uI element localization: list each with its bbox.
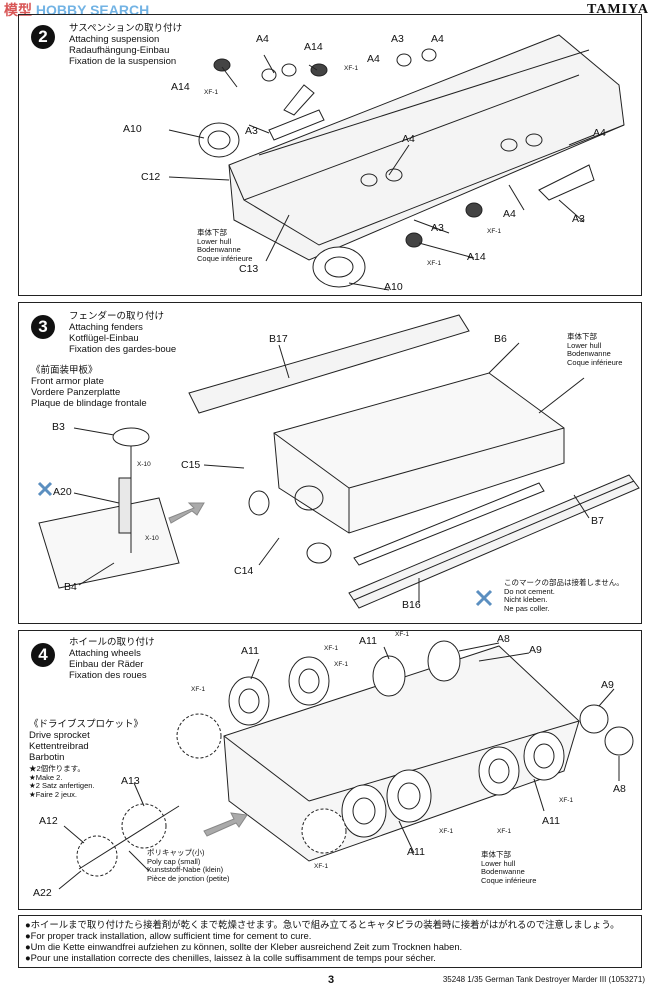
part-label: A22	[33, 887, 52, 899]
paint-label: XF-1	[334, 661, 349, 668]
paint-label: XF-1	[344, 65, 359, 72]
title-en: Attaching fenders	[69, 322, 143, 333]
title-en: Attaching wheels	[69, 648, 141, 659]
part-label: C13	[239, 263, 259, 275]
product-code: 35248 1/35 German Tank Destroyer Marder …	[442, 975, 645, 984]
title-de: Radaufhängung-Einbau	[69, 45, 170, 56]
step-2-number: 2	[31, 25, 55, 49]
paint-label: XF-1	[427, 260, 442, 267]
screw-label: X-10	[145, 535, 159, 542]
part-label: B16	[402, 599, 421, 611]
paint-label: XF-1	[324, 645, 339, 652]
title-fr: Fixation des gardes-boue	[69, 344, 177, 355]
step-3-panel: 3 フェンダーの取り付け Attaching fenders Kotflügel…	[18, 302, 642, 624]
part-label: B17	[269, 333, 288, 345]
part-label: A3	[391, 33, 404, 45]
make-two-note: ★2個作ります。★Make 2.★2 Satz anfertigen.★Fair…	[29, 764, 95, 799]
part-label: A10	[123, 123, 142, 135]
part-label: A4	[402, 133, 415, 145]
part-label: A11	[241, 645, 259, 657]
paint-label: XF-1	[439, 828, 454, 835]
part-label: A4	[431, 33, 444, 45]
part-label: A4	[503, 208, 516, 220]
paint-label: XF-1	[487, 228, 502, 235]
part-label: A11	[407, 846, 425, 858]
title-ja: サスペンションの取り付け	[69, 23, 183, 34]
brand-logo: TAMIYA	[586, 2, 649, 17]
part-label: B6	[494, 333, 507, 345]
title-de: Kotflügel-Einbau	[69, 333, 139, 344]
no-cement-note: このマークの部品は接着しません。Do not cement.Nicht kleb…	[504, 578, 624, 613]
part-label: A14	[467, 251, 486, 263]
part-label: A4	[256, 33, 269, 45]
paint-label: XF-1	[204, 89, 219, 96]
note-en: ●For proper track installation, allow su…	[25, 930, 312, 941]
title-ja: フェンダーの取り付け	[69, 311, 165, 322]
screw-label: X-10	[137, 461, 151, 468]
step-4-number: 4	[31, 643, 55, 667]
part-label: A11	[542, 815, 560, 827]
part-label: C15	[181, 459, 201, 471]
part-label: A20	[53, 486, 72, 498]
title-fr: Fixation de la suspension	[69, 56, 177, 67]
part-label: A11	[359, 635, 377, 647]
part-label: C14	[234, 565, 254, 577]
part-label: A9	[529, 644, 542, 656]
notes-box: ●ホイールまで取り付けたら接着剤が乾くまで乾燥させます。急いで組み立てるとキャタ…	[18, 915, 642, 968]
paint-label: XF-1	[497, 828, 512, 835]
part-label: B3	[52, 421, 65, 433]
part-label: A12	[39, 815, 58, 827]
part-label: A14	[171, 81, 190, 93]
part-label: A3	[245, 125, 258, 137]
page-number: 3	[328, 974, 335, 986]
title-de: Einbau der Räder	[69, 659, 144, 670]
step-3-number: 3	[31, 315, 55, 339]
part-label: A9	[601, 679, 614, 691]
note-fr: ●Pour une installation correcte des chen…	[25, 952, 436, 963]
part-label: A10	[384, 281, 403, 293]
part-label: A3	[572, 213, 585, 225]
part-label: A3	[431, 222, 444, 234]
part-label: C12	[141, 171, 161, 183]
part-label: B7	[591, 515, 604, 527]
paint-label: XF-1	[559, 797, 574, 804]
paint-label: XF-1	[395, 631, 410, 638]
note-ja: ●ホイールまで取り付けたら接着剤が乾くまで乾燥させます。急いで組み立てるとキャタ…	[25, 919, 620, 930]
step-3-titles: フェンダーの取り付け Attaching fenders Kotflügel-E…	[69, 311, 176, 355]
step-2-panel: 2 サスペンションの取り付け Attaching suspension Rada…	[18, 14, 642, 296]
part-label: A4	[593, 127, 606, 139]
step-4-titles: ホイールの取り付け Attaching wheels Einbau der Rä…	[69, 637, 155, 681]
paint-label: XF-1	[314, 863, 329, 870]
step-4-panel: 4 ホイールの取り付け Attaching wheels Einbau der …	[18, 630, 642, 910]
title-en: Attaching suspension	[69, 34, 160, 45]
step-3-illustration	[37, 314, 640, 609]
part-label: A14	[304, 41, 323, 53]
part-label: A4	[367, 53, 380, 65]
part-label: A8	[497, 633, 510, 645]
step-4-illustration	[58, 640, 634, 890]
step-2-titles: サスペンションの取り付け Attaching suspension Radauf…	[69, 23, 182, 67]
poly-cap-note: ポリキャップ(小)Poly cap (small)Kunststoff-Nabe…	[147, 848, 230, 883]
part-label: B4	[64, 581, 77, 593]
title-fr: Fixation des roues	[69, 670, 147, 681]
note-de: ●Um die Kette einwandfrei aufziehen zu k…	[25, 941, 463, 952]
part-label: A13	[121, 775, 140, 787]
step-2-illustration	[168, 34, 625, 291]
paint-label: XF-1	[191, 686, 206, 693]
title-ja: ホイールの取り付け	[69, 637, 155, 648]
part-label: A8	[613, 783, 626, 795]
